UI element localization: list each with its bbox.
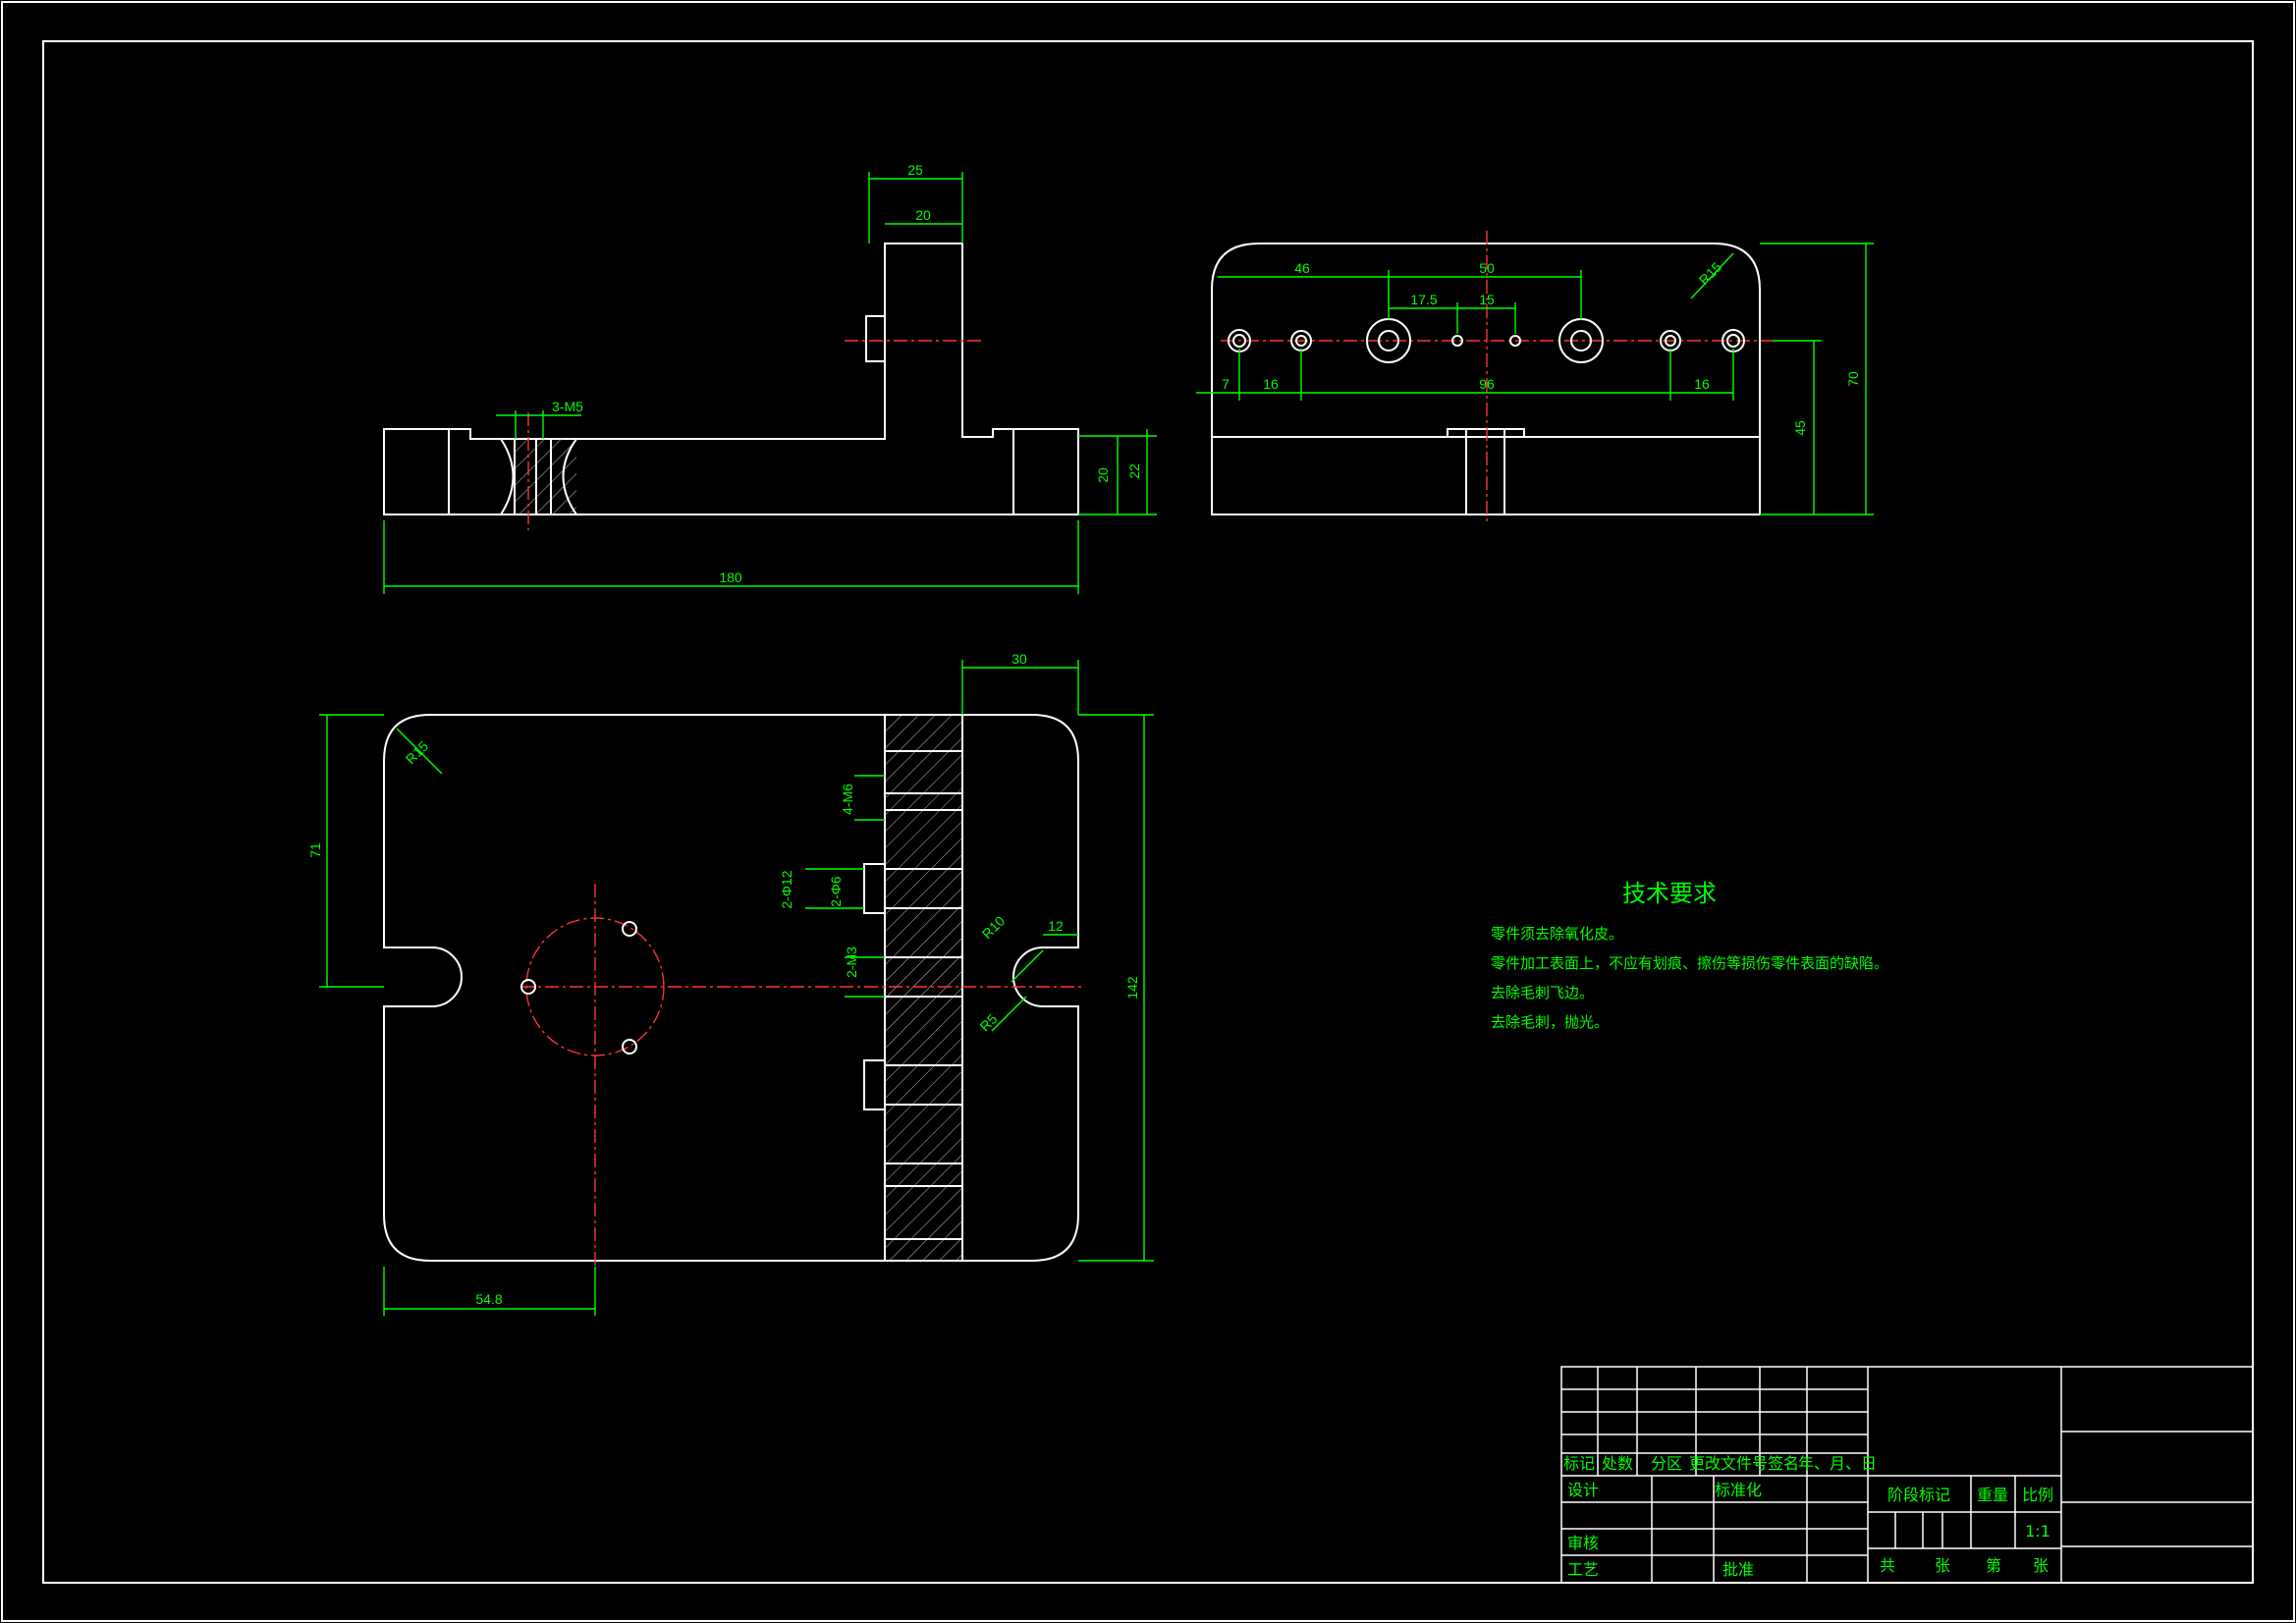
dim-plan-71: 71 <box>307 842 323 858</box>
tb-process: 工艺 <box>1567 1560 1599 1579</box>
tb-sheets-2: 张 <box>2033 1556 2049 1575</box>
note-line-4: 去除毛刺，抛光。 <box>1491 1013 1609 1031</box>
tb-standardize: 标准化 <box>1715 1481 1762 1499</box>
tb-stage-mark: 阶段标记 <box>1887 1486 1950 1504</box>
dim-length-180: 180 <box>719 569 742 585</box>
front-view <box>1196 231 1874 525</box>
tb-change-doc: 更改文件号 <box>1689 1454 1768 1473</box>
tb-review: 审核 <box>1567 1534 1599 1552</box>
tb-zone: 分区 <box>1651 1454 1682 1473</box>
dim-front-17-5: 17.5 <box>1410 292 1437 307</box>
dim-height-22: 22 <box>1126 463 1142 479</box>
dim-front-46: 46 <box>1294 260 1310 276</box>
tb-signature: 签名 <box>1768 1454 1799 1473</box>
note-line-3: 去除毛刺飞边。 <box>1491 984 1594 1001</box>
dim-front-7: 7 <box>1222 376 1230 392</box>
notes-title: 技术要求 <box>1622 880 1717 907</box>
title-block <box>1560 1366 2254 1584</box>
dim-side-width-20: 20 <box>915 207 931 223</box>
dim-radius-r10: R10 <box>979 913 1009 943</box>
tb-design: 设计 <box>1567 1481 1599 1499</box>
dim-radius-r5: R5 <box>976 1010 1000 1034</box>
dim-front-16-right: 16 <box>1694 376 1710 392</box>
dim-front-15: 15 <box>1479 292 1495 307</box>
dim-plan-30: 30 <box>1011 651 1027 667</box>
dim-holes-4m6: 4-M6 <box>840 784 855 815</box>
dim-radius-r15-plan: R15 <box>403 738 432 768</box>
tb-scale-value: 1:1 <box>2025 1522 2050 1541</box>
dim-height-20: 20 <box>1095 467 1111 483</box>
tb-approve: 批准 <box>1722 1560 1754 1579</box>
dim-plan-54-8: 54.8 <box>475 1291 502 1307</box>
inner-frame <box>42 40 2254 1584</box>
dim-front-16-left: 16 <box>1263 376 1279 392</box>
dim-radius-r15-top: R15 <box>1696 259 1725 289</box>
tb-total: 共 <box>1880 1556 1895 1575</box>
technical-requirements: 技术要求 零件须去除氧化皮。 零件加工表面上，不应有划痕、擦伤等损伤零件表面的缺… <box>1491 880 1888 1031</box>
tb-weight: 重量 <box>1977 1486 2008 1504</box>
tb-date: 年、月、日 <box>1798 1454 1877 1473</box>
dim-plan-142: 142 <box>1124 976 1140 1000</box>
tb-scale-label: 比例 <box>2022 1486 2053 1504</box>
dim-holes-2phi6: 2-Φ6 <box>828 876 844 907</box>
tb-sheet-no: 第 <box>1986 1556 2001 1575</box>
dim-holes-2m3: 2-M3 <box>844 947 859 978</box>
note-line-1: 零件须去除氧化皮。 <box>1491 925 1623 943</box>
dim-height-45: 45 <box>1792 420 1808 436</box>
dim-side-width-25: 25 <box>907 162 923 178</box>
dim-holes-2phi12: 2-Φ12 <box>779 870 794 908</box>
dim-front-96: 96 <box>1479 376 1495 392</box>
tb-sheets-1: 张 <box>1935 1556 1950 1575</box>
tb-mark: 标记 <box>1563 1454 1595 1473</box>
tb-count: 处数 <box>1602 1454 1633 1473</box>
dim-plan-12: 12 <box>1048 918 1064 934</box>
note-line-2: 零件加工表面上，不应有划痕、擦伤等损伤零件表面的缺陷。 <box>1491 954 1888 972</box>
dim-holes-3m5: 3-M5 <box>552 399 583 414</box>
plan-view <box>319 660 1154 1316</box>
dim-front-50: 50 <box>1479 260 1495 276</box>
side-view <box>383 172 1157 594</box>
dim-height-70: 70 <box>1845 371 1861 387</box>
